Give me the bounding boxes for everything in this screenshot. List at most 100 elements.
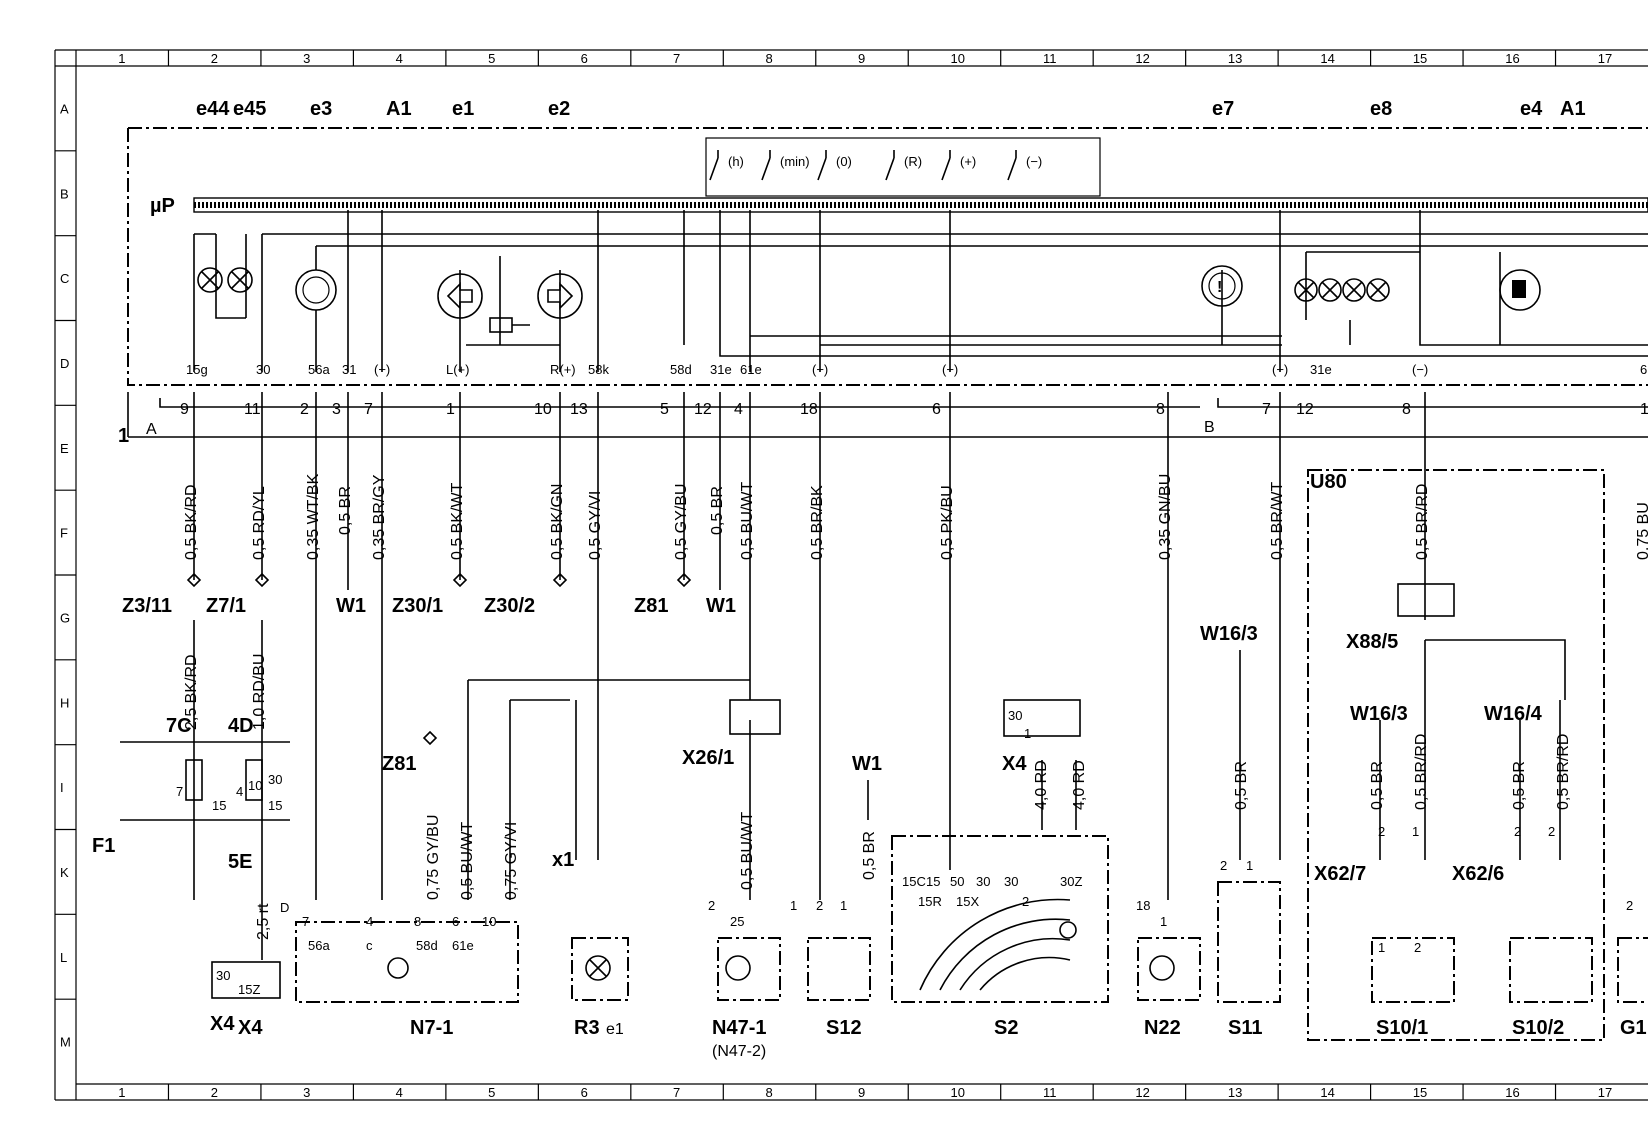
connector-pin-top: L(+)	[446, 362, 469, 377]
component-label: S2	[994, 1017, 1018, 1039]
column-label: 7	[673, 51, 680, 66]
ground-label: W1	[852, 753, 882, 775]
column-label: 12	[1135, 51, 1149, 66]
component-n7-1	[295, 921, 519, 1003]
pin-label: 15R	[918, 894, 942, 909]
turn-right-indicator-icon	[537, 273, 583, 319]
switch-label: (−)	[1026, 154, 1042, 169]
pin-label: D	[280, 900, 289, 915]
fuse-label: 7C	[166, 715, 192, 737]
component-s2	[891, 835, 1109, 1003]
pin-label: c	[366, 938, 373, 953]
row-label: H	[60, 695, 69, 710]
column-label: 1	[118, 51, 125, 66]
column-label: 17	[1598, 51, 1612, 66]
row-label: C	[60, 271, 69, 286]
connector-pin-bottom: 12	[1296, 401, 1314, 418]
top-label: e7	[1212, 98, 1234, 120]
pin-label: 50	[950, 874, 964, 889]
column-label: 14	[1320, 1085, 1334, 1100]
connector-pin-top: (−)	[812, 362, 828, 377]
fuse-label: 7	[176, 784, 183, 799]
wire-label: 0,5 BR	[709, 486, 726, 535]
switch-label: (+)	[960, 154, 976, 169]
module-u80-box	[1307, 469, 1605, 1041]
top-label: e45	[233, 98, 266, 120]
connector-frame	[127, 392, 1648, 438]
pin-label: 61e	[452, 938, 474, 953]
column-label: 11	[1043, 1085, 1057, 1100]
pin-label: 58d	[416, 938, 438, 953]
pin-label: 2	[1220, 858, 1227, 873]
connector-pin-top: (−)	[942, 362, 958, 377]
ground-label: W1	[706, 595, 736, 617]
pin-label: 2	[708, 898, 715, 913]
wire-label: 0,5 BR/WT	[1269, 482, 1286, 560]
wire-label: 1,0 RD/BU	[251, 654, 268, 730]
column-label: 3	[303, 1085, 310, 1100]
wire-label: 0,5 BK/WT	[449, 482, 466, 560]
mu-p-label: µP	[150, 195, 175, 217]
pin-label: 2	[1414, 940, 1421, 955]
fuse-label: 10	[248, 778, 262, 793]
pin-label: 7	[302, 914, 309, 929]
pin-label: 15	[926, 874, 940, 889]
ground-label: W16/3	[1200, 623, 1258, 645]
wire-label: 2,5 rt	[255, 903, 272, 940]
splice-label: Z30/2	[484, 595, 535, 617]
column-label: 9	[858, 51, 865, 66]
column-label: 11	[1043, 51, 1057, 66]
connector-x4-right	[1003, 699, 1081, 737]
wire-label: 0,5 BR	[1233, 761, 1250, 810]
column-label: 5	[488, 51, 495, 66]
top-label: A1	[386, 98, 412, 120]
wire-label: 0,5 BR	[1511, 761, 1528, 810]
component-label: S10/1	[1376, 1017, 1428, 1039]
top-label: e4	[1520, 98, 1543, 120]
top-label: e3	[310, 98, 332, 120]
connector-label: x1	[552, 849, 574, 871]
ground-label: W16/3	[1350, 703, 1408, 725]
wire-label: 0,5 BU/WT	[459, 822, 476, 900]
pin-label: 2	[1378, 824, 1385, 839]
wire-label: 0,35 GN/BU	[1157, 474, 1174, 560]
column-label: 9	[858, 1085, 865, 1100]
connector-x88-5	[1397, 583, 1455, 617]
column-label: 3	[303, 51, 310, 66]
component-label: e1	[606, 1021, 624, 1038]
column-label: 6	[581, 1085, 588, 1100]
component-n47-1	[717, 937, 781, 1001]
column-label: 14	[1320, 51, 1334, 66]
ground-label: W16/4	[1484, 703, 1543, 725]
row-label: B	[60, 186, 69, 201]
pin-label: 2	[1514, 824, 1521, 839]
wire-label: 0,35 BR/GY	[371, 474, 388, 560]
pin-label: 1	[790, 898, 797, 913]
component-s11	[1217, 881, 1281, 1003]
component-s12	[807, 937, 871, 1001]
pin-label: 6	[452, 914, 459, 929]
connector-pin-bottom: 4	[734, 401, 743, 418]
column-label: 4	[396, 1085, 403, 1100]
fuse-label: 15	[268, 798, 282, 813]
connector-pin-top: 31	[342, 362, 356, 377]
wire-label: 0,5 BR	[337, 486, 354, 535]
wire-label: 0,5 BK/RD	[183, 484, 200, 560]
splice-label: Z3/11	[122, 595, 172, 617]
connector-pin-top: 31e	[1310, 362, 1332, 377]
column-label: 17	[1598, 1085, 1612, 1100]
row-label: I	[60, 780, 64, 795]
pin-label: 2	[1626, 898, 1633, 913]
connector-pin-top: (−)	[1412, 362, 1428, 377]
column-label: 10	[950, 51, 964, 66]
connector-pin-bottom: 11	[244, 401, 261, 418]
column-label: 5	[488, 1085, 495, 1100]
column-label: 13	[1228, 1085, 1242, 1100]
splice-label: Z81	[634, 595, 668, 617]
connector-label: X4	[210, 1013, 235, 1035]
pin-label: 56a	[308, 938, 330, 953]
wire-label: 0,5 BR/BK	[809, 485, 826, 560]
ground-label: W1	[336, 595, 366, 617]
